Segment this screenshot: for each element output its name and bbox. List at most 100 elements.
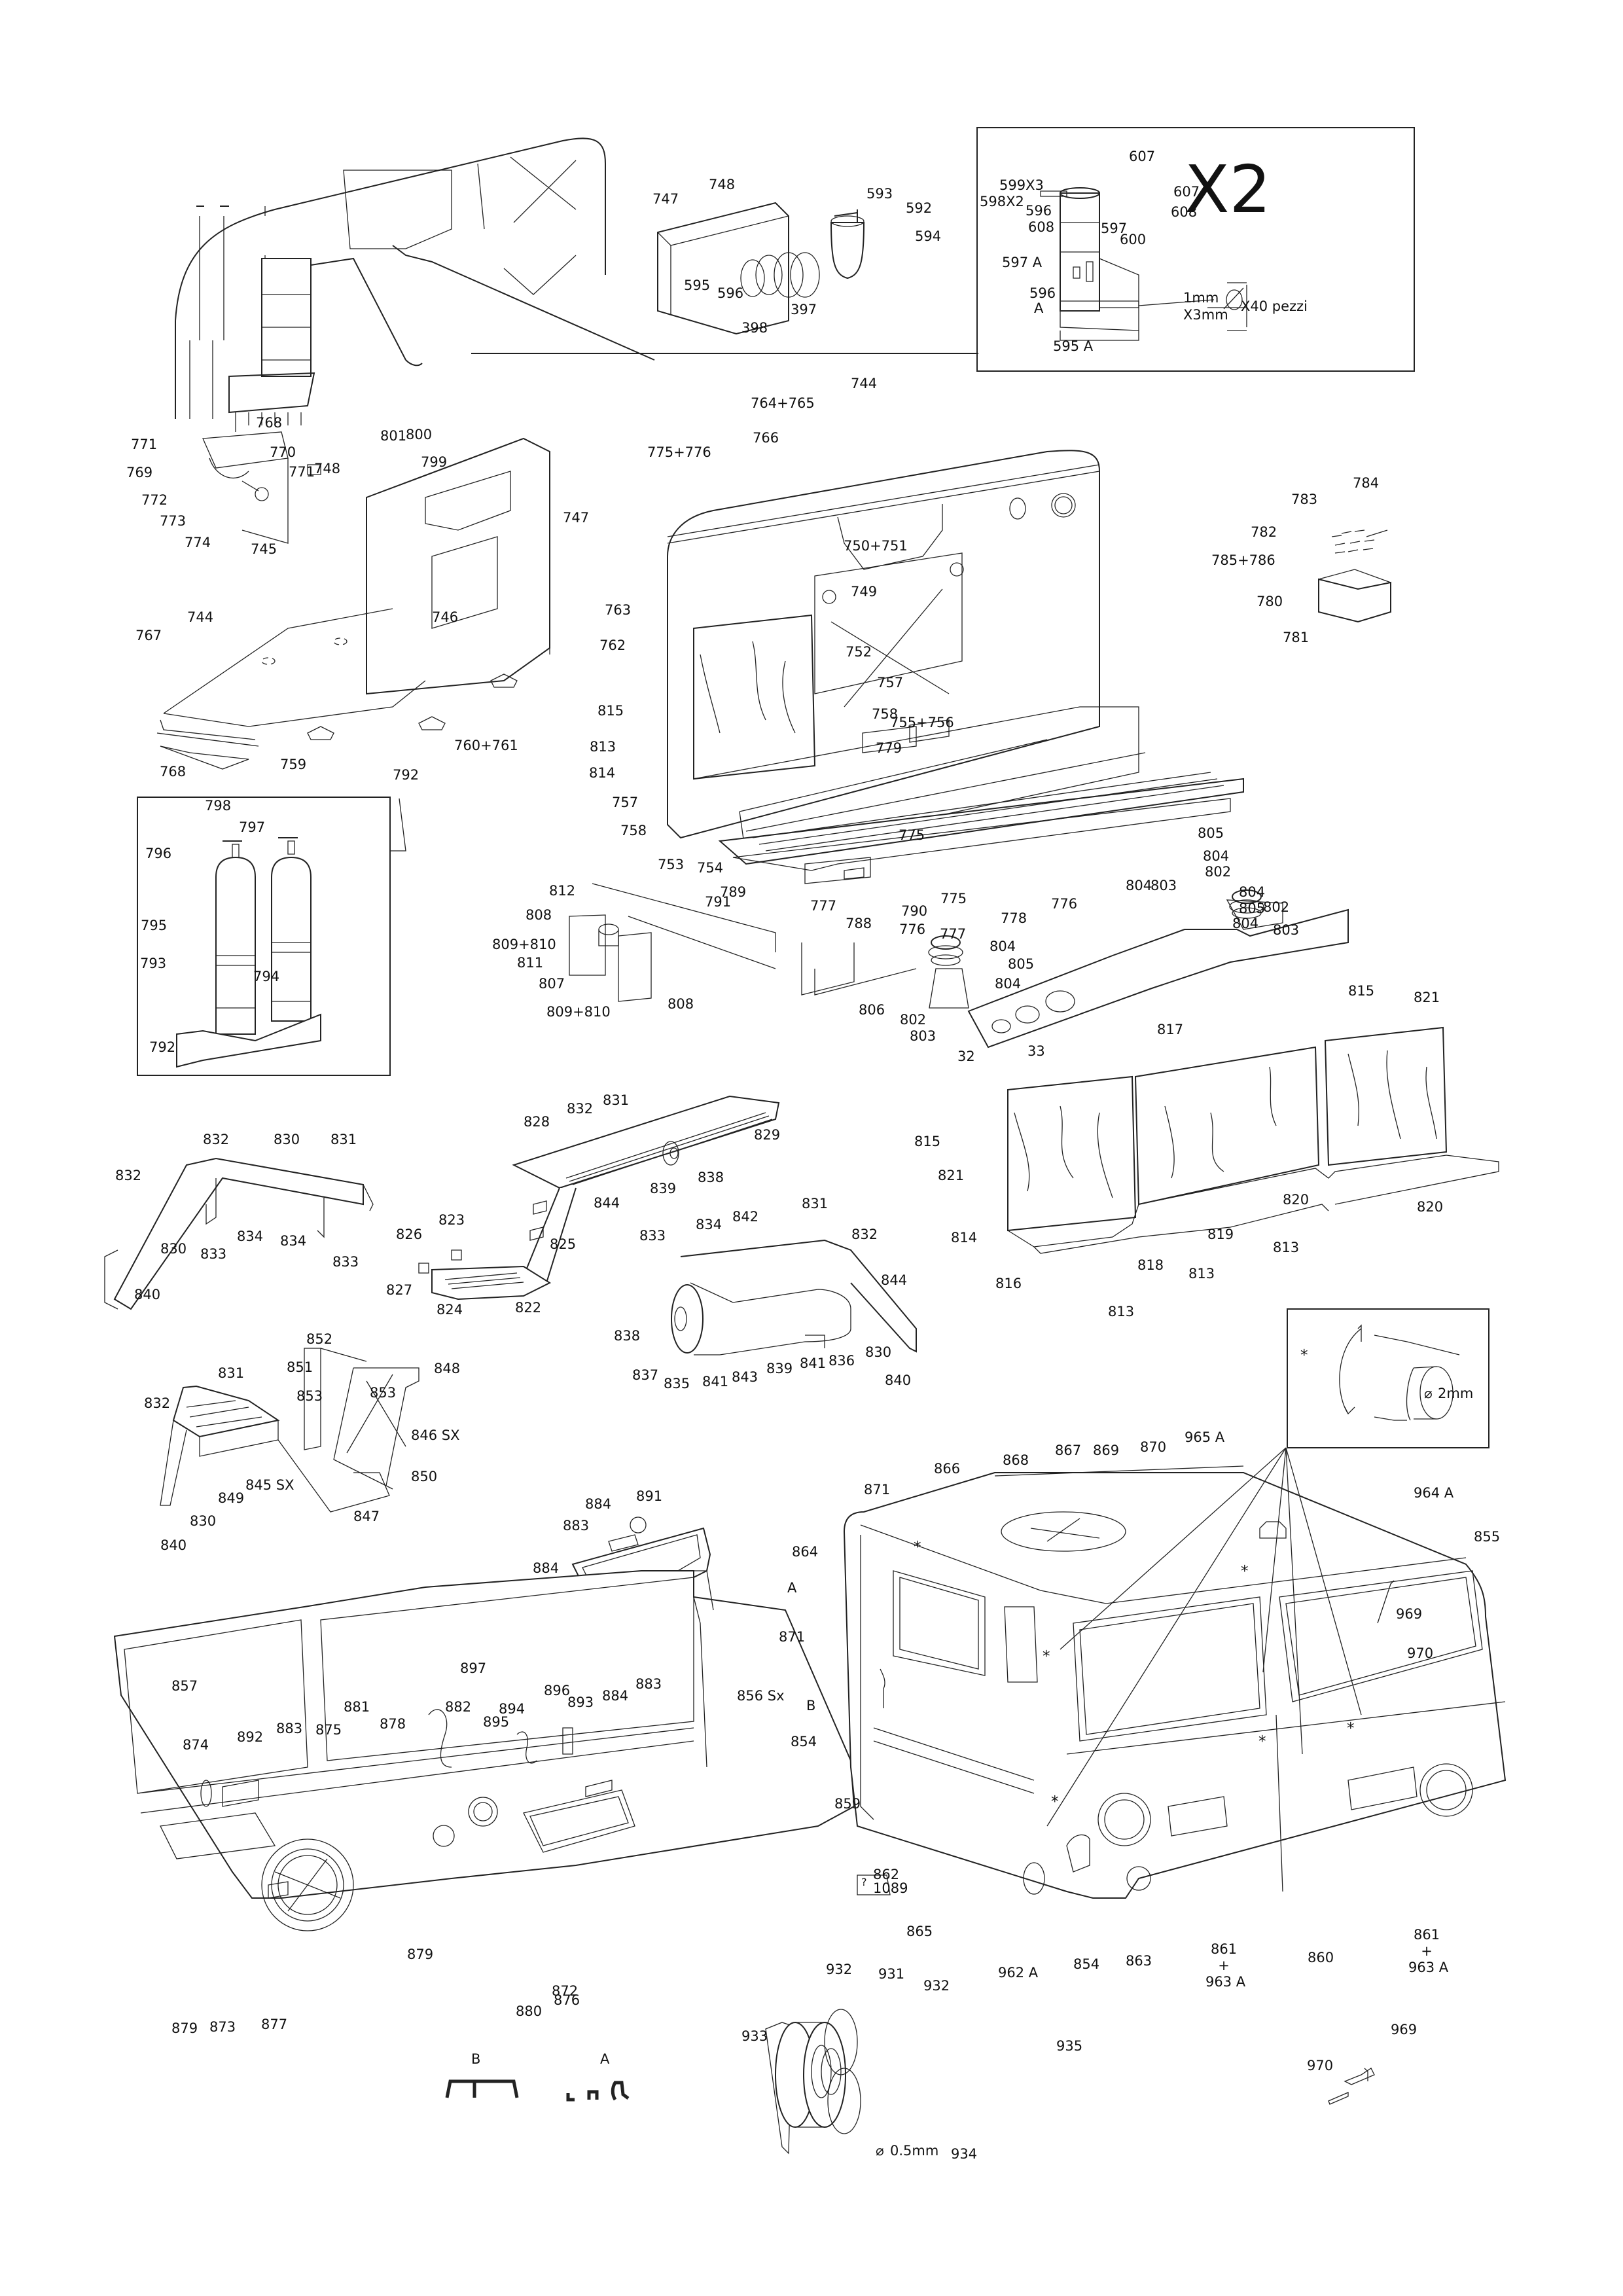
part-label: 969 bbox=[1396, 1606, 1423, 1622]
part-label: 876 bbox=[554, 1992, 580, 2008]
asterisk-marker: * bbox=[1241, 1563, 1249, 1580]
part-label: 817 bbox=[1157, 1022, 1184, 1037]
part-label: 894 bbox=[499, 1701, 526, 1717]
part-label: 820 bbox=[1417, 1199, 1444, 1215]
part-label: 838 bbox=[698, 1170, 724, 1185]
part-label: 804 bbox=[1239, 884, 1266, 900]
part-label: 747 bbox=[563, 510, 590, 526]
part-label: 771 bbox=[131, 437, 158, 452]
part-label: 878 bbox=[380, 1716, 406, 1732]
part-label: 873 bbox=[209, 2019, 236, 2035]
part-label: 836 bbox=[829, 1353, 855, 1369]
part-label: 841 bbox=[702, 1374, 729, 1390]
part-label: 861 bbox=[1210, 1941, 1238, 1957]
part-label: 935 bbox=[1056, 2038, 1083, 2054]
part-label: 773 bbox=[160, 513, 187, 529]
part-label: 791 bbox=[705, 894, 732, 910]
part-label: 884 bbox=[533, 1560, 560, 1576]
part-label: 753 bbox=[658, 857, 685, 872]
part-label: 809+810 bbox=[492, 937, 556, 952]
part-label: 33 bbox=[1027, 1043, 1045, 1059]
part-label: 832 bbox=[144, 1395, 171, 1411]
part-label: 931 bbox=[878, 1966, 905, 1982]
part-label: 826 bbox=[396, 1227, 423, 1242]
part-label: 768 bbox=[160, 764, 187, 780]
part-label: 879 bbox=[171, 2020, 198, 2036]
part-label: 805 bbox=[1239, 901, 1266, 916]
brackets-drawing bbox=[569, 883, 776, 1002]
part-label: 750+751 bbox=[844, 538, 908, 554]
part-label: 875 bbox=[315, 1722, 342, 1738]
part-label: 598X2 bbox=[980, 194, 1024, 209]
part-label: 843 bbox=[732, 1369, 758, 1385]
part-label: 884 bbox=[602, 1688, 629, 1704]
part-label: 845 SX bbox=[245, 1477, 294, 1493]
part-label: 879 bbox=[407, 1946, 434, 1962]
part-label: 822 bbox=[515, 1300, 542, 1316]
asterisk-marker: * bbox=[1347, 1720, 1355, 1737]
part-label: 808 bbox=[526, 907, 552, 923]
part-label: 783 bbox=[1291, 492, 1318, 507]
part-label: 804 bbox=[995, 976, 1022, 992]
part-label: 864 bbox=[792, 1544, 819, 1560]
part-label: 758 bbox=[620, 823, 647, 838]
part-label: 790 bbox=[901, 903, 928, 919]
part-label: 892 bbox=[237, 1729, 264, 1745]
part-label: 832 bbox=[115, 1168, 142, 1183]
part-label: 933 bbox=[741, 2028, 768, 2044]
part-label: 797 bbox=[239, 819, 266, 835]
part-label: 608 bbox=[1028, 219, 1055, 235]
asterisk-marker: * bbox=[1258, 1733, 1266, 1750]
part-label: 803 bbox=[910, 1028, 936, 1044]
part-label: 881 bbox=[344, 1699, 370, 1715]
cylinders-inset-drawing bbox=[137, 797, 406, 1076]
profile-b-label: B bbox=[471, 2051, 481, 2067]
plus-sign: + bbox=[1218, 1958, 1230, 1973]
part-label: 834 bbox=[696, 1217, 722, 1232]
part-label: 883 bbox=[563, 1518, 590, 1534]
part-label: 884 bbox=[585, 1496, 612, 1512]
part-label: 854 bbox=[1073, 1956, 1100, 1972]
part-label: 800 bbox=[406, 427, 433, 442]
part-label: 853 bbox=[296, 1388, 323, 1404]
part-label: 828 bbox=[524, 1114, 550, 1130]
part-label: 758 bbox=[872, 706, 899, 722]
part-label: 815 bbox=[1348, 983, 1375, 999]
rear-wall-drawing bbox=[667, 450, 1349, 1049]
part-label: 814 bbox=[951, 1230, 978, 1246]
part-label: 775+776 bbox=[647, 444, 711, 460]
dashboard-drawing bbox=[113, 1570, 855, 1931]
part-label: A bbox=[1034, 300, 1044, 316]
part-label: 865 bbox=[906, 1924, 933, 1939]
part-label: 813 bbox=[1108, 1304, 1135, 1319]
part-label: 895 bbox=[483, 1714, 510, 1730]
part-label: 798 bbox=[205, 798, 232, 814]
part-label: 398 bbox=[741, 320, 768, 336]
part-label: 831 bbox=[603, 1092, 630, 1108]
seat-bench-drawing bbox=[1007, 1026, 1499, 1254]
part-label: 762 bbox=[599, 637, 626, 653]
part-label: 777 bbox=[940, 926, 967, 942]
part-label: 812 bbox=[549, 883, 576, 899]
part-label: 820 bbox=[1283, 1192, 1310, 1208]
inset-x2-drawing bbox=[976, 127, 1415, 372]
part-label: 801 bbox=[380, 428, 407, 444]
asterisk-marker: * bbox=[1300, 1347, 1308, 1364]
part-label: 862 bbox=[873, 1867, 900, 1882]
part-label: 596 bbox=[1029, 285, 1056, 301]
part-label: 752 bbox=[846, 644, 872, 660]
part-label: 965 A bbox=[1185, 1429, 1225, 1445]
part-label: 769 bbox=[126, 465, 153, 480]
multiplier-x2: X2 bbox=[1185, 151, 1272, 228]
rear-panel-drawing bbox=[175, 137, 978, 432]
question-mark: ? bbox=[861, 1876, 867, 1888]
step-box-drawing bbox=[160, 1348, 419, 1513]
part-label: 837 bbox=[632, 1367, 659, 1383]
quantity-note: X40 pezzi bbox=[1241, 298, 1308, 314]
part-label: 866 bbox=[934, 1461, 961, 1477]
part-label: 893 bbox=[567, 1695, 594, 1710]
part-label: 868 bbox=[1003, 1452, 1029, 1468]
part-label: 842 bbox=[732, 1209, 759, 1225]
part-label: 778 bbox=[1001, 910, 1027, 926]
part-label: 861 bbox=[1413, 1927, 1440, 1943]
